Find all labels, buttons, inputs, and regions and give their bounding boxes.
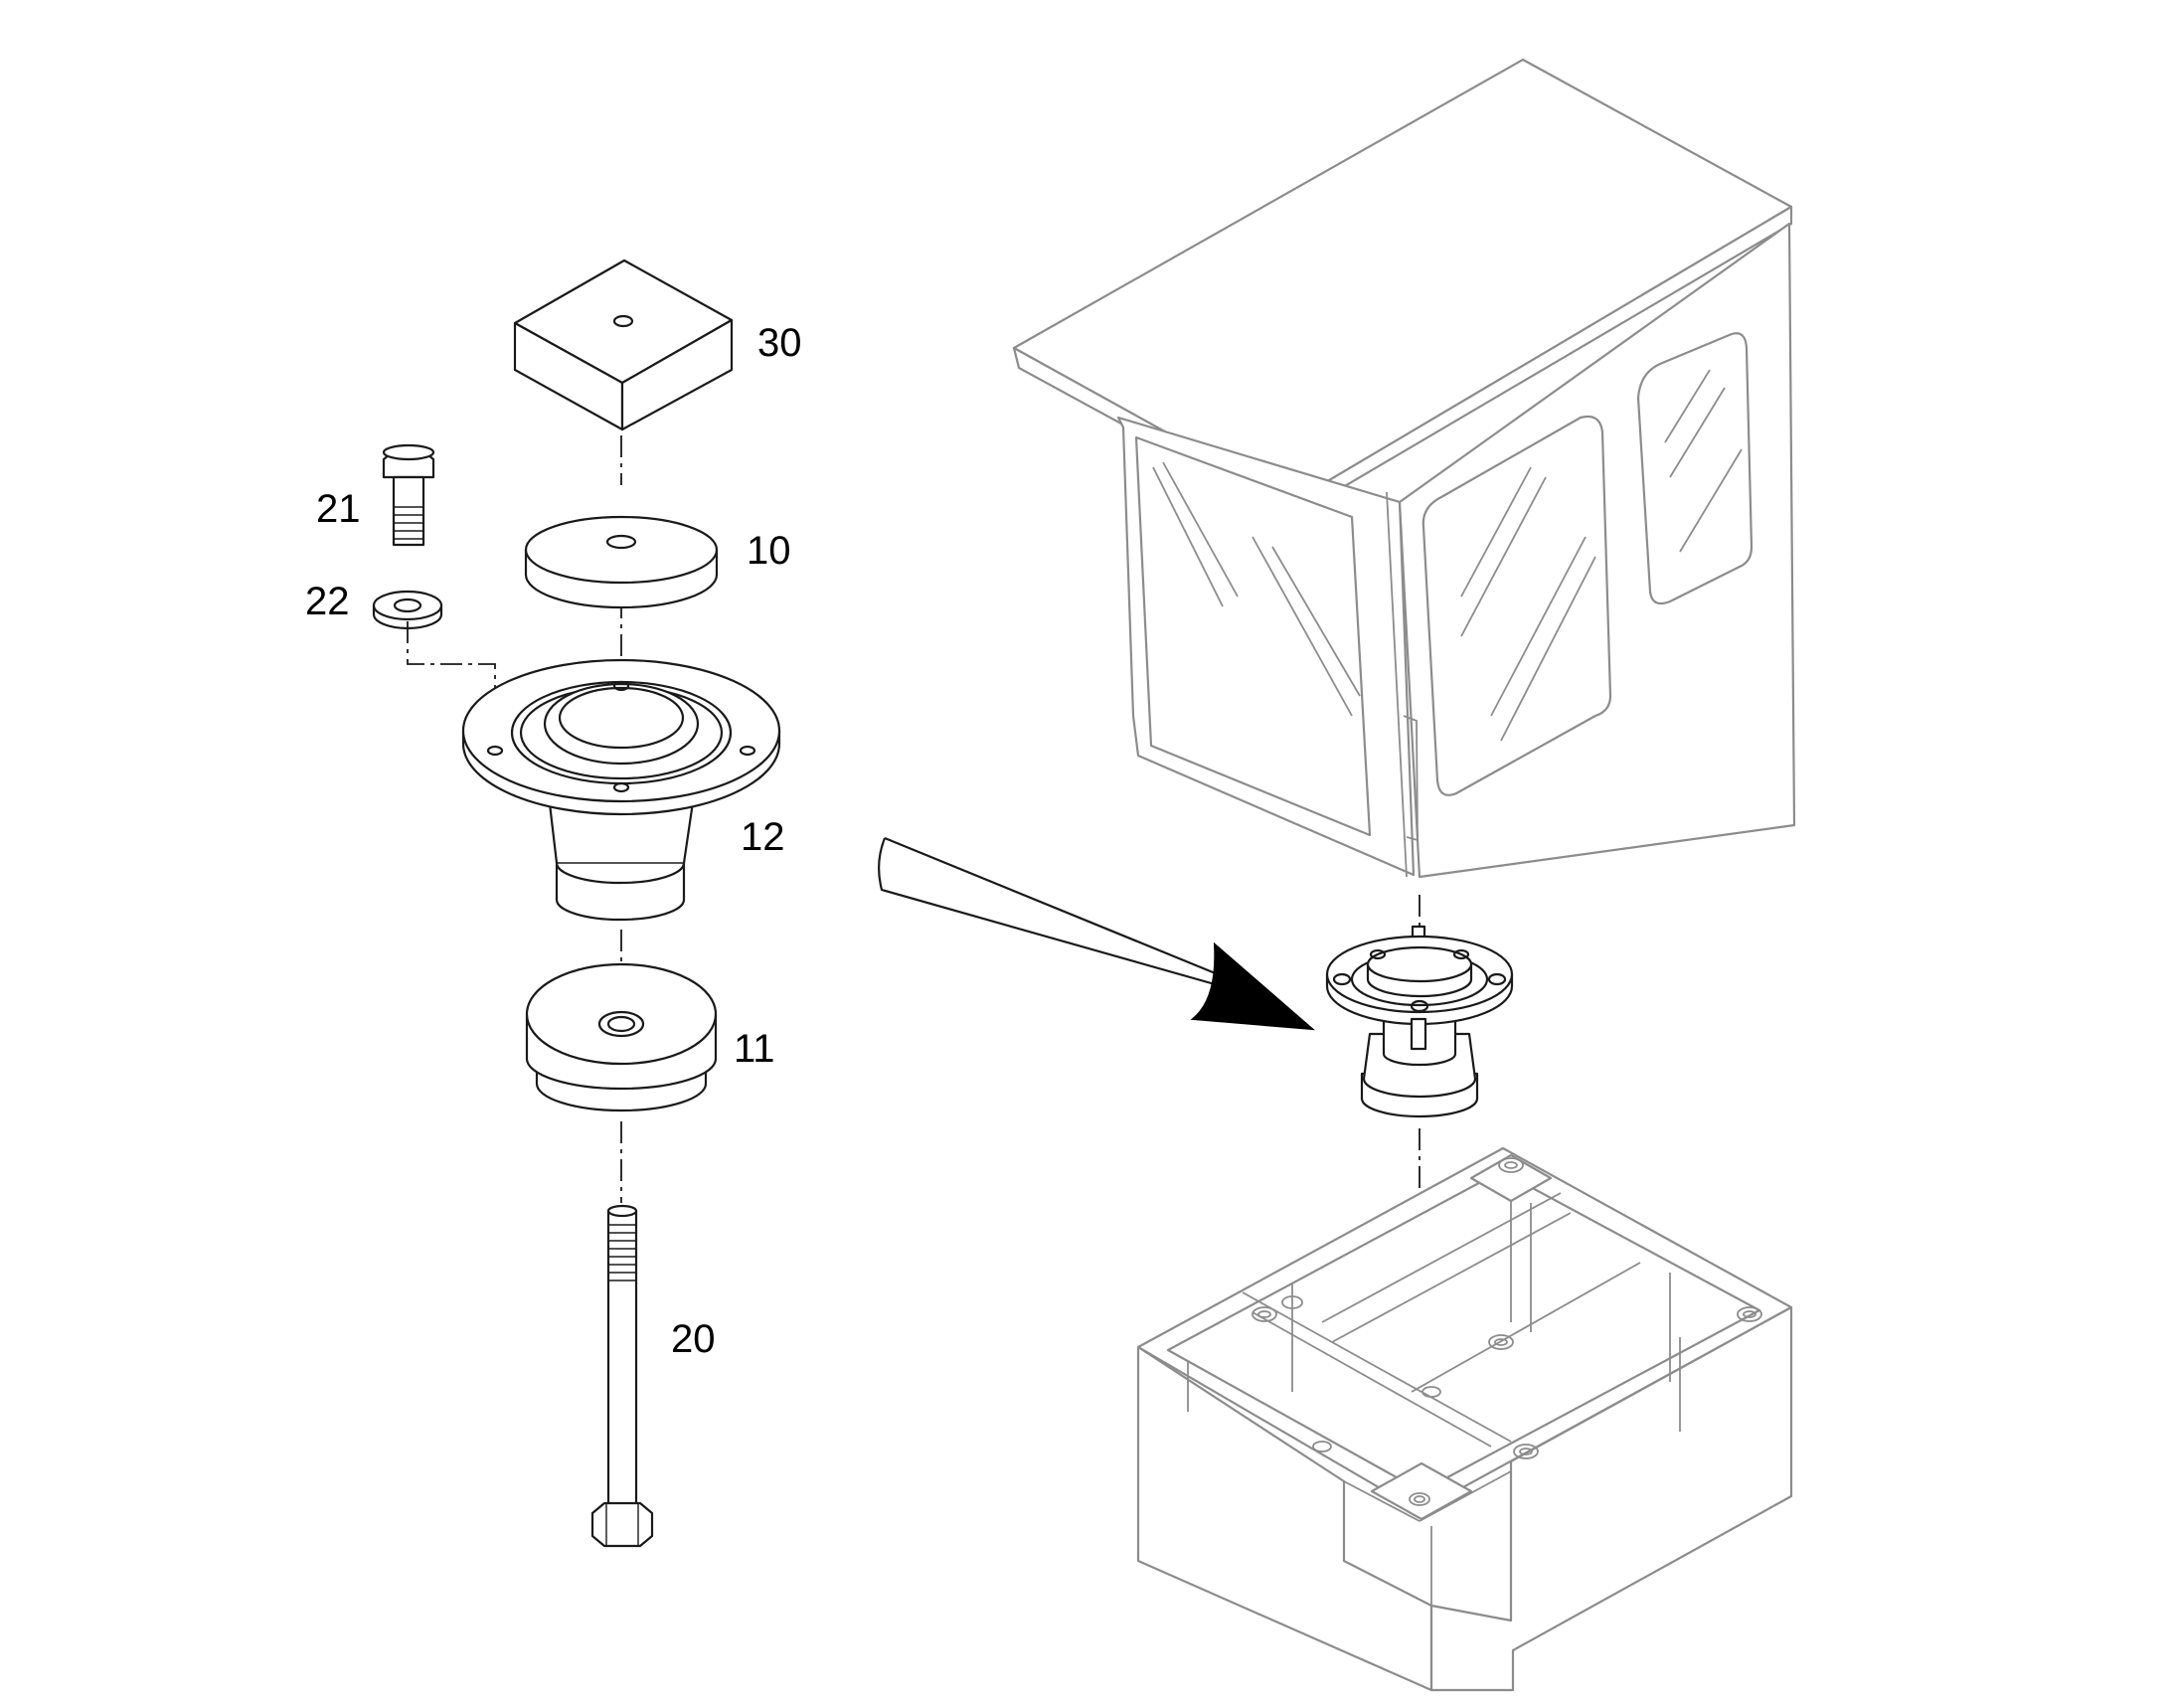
assembled-mount — [1325, 895, 1514, 1501]
callout-label: 30 — [757, 321, 802, 365]
callout-label: 11 — [734, 1027, 775, 1071]
operator-cab — [1012, 58, 1796, 879]
callout-label: 22 — [305, 580, 350, 623]
washer-part — [372, 590, 443, 630]
callout-label: 21 — [316, 487, 361, 531]
top-washer-disc-part — [524, 515, 719, 609]
callout-label: 10 — [747, 529, 791, 573]
location-pointer-arrow — [878, 836, 1315, 1031]
callout-label: 12 — [741, 815, 785, 859]
mount-housing-part — [461, 658, 781, 922]
lower-rubber-mount-part — [525, 962, 718, 1112]
long-bolt-part — [590, 1204, 654, 1548]
base-frame — [1136, 1146, 1793, 1692]
callout-label: 20 — [671, 1317, 716, 1361]
bolt-part — [382, 443, 435, 547]
block-part — [513, 258, 734, 431]
